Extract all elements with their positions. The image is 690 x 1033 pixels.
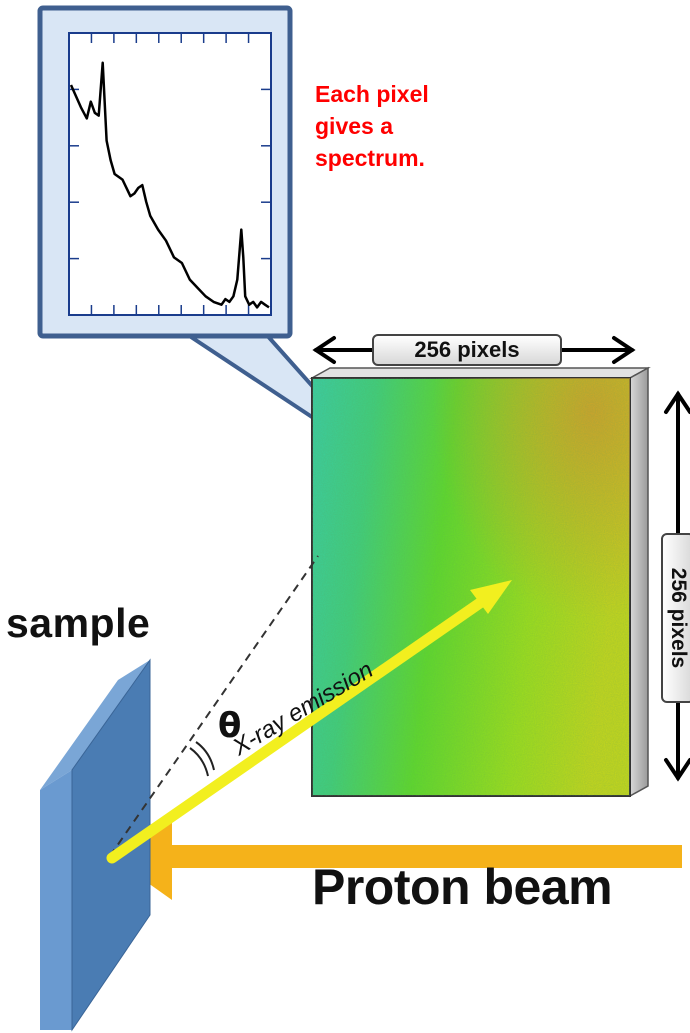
width-dimension-arrow: [312, 336, 636, 364]
height-dimension-arrow: [664, 390, 690, 782]
height-label: 256 pixels: [661, 533, 690, 703]
width-label: 256 pixels: [372, 334, 562, 366]
spectrum-line: [69, 61, 270, 309]
detector-side-edge: [629, 366, 649, 798]
proton-beam-label: Proton beam: [312, 859, 613, 915]
height-label-text: 256 pixels: [667, 567, 690, 669]
xray-emission-arrow: [106, 580, 512, 864]
detector-normal-dashed-line: [109, 555, 319, 857]
spectrum-plot-area: [68, 32, 272, 316]
theta-label: θ: [218, 706, 242, 746]
callout-line-1: Each pixel: [315, 81, 429, 107]
width-label-text: 256 pixels: [414, 337, 520, 362]
detector-noise-texture: [312, 378, 630, 796]
callout-line-3: spectrum.: [315, 145, 425, 171]
detector-top-edge: [309, 367, 651, 379]
callout-text: Each pixel gives a spectrum.: [315, 78, 515, 174]
theta-angle-arc: [189, 741, 215, 777]
sample-plate: [40, 658, 151, 1032]
sample-label: sample: [6, 600, 151, 646]
callout-line-2: gives a: [315, 113, 393, 139]
spectrum-axis-ticks: [69, 33, 271, 315]
